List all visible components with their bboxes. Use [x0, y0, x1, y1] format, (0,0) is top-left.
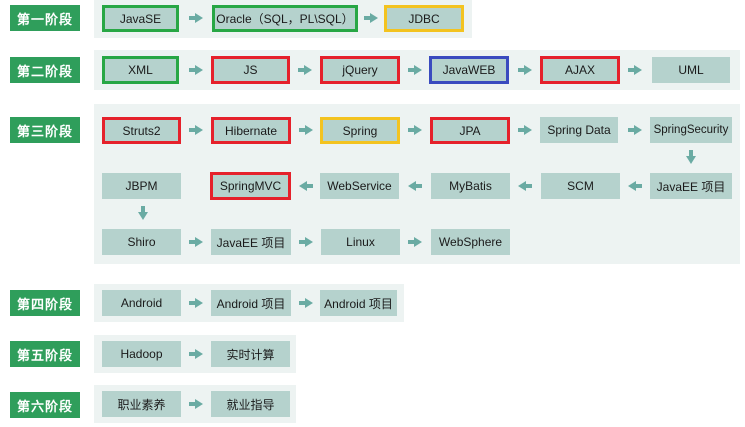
node-professional-quality: 职业素养 [102, 391, 181, 417]
stage-4-label: 第四阶段 [10, 290, 80, 316]
node-oracle: Oracle（SQL，PL\SQL） [212, 5, 358, 32]
node-realtime-computing: 实时计算 [211, 341, 290, 367]
stage-6-label: 第六阶段 [10, 392, 80, 418]
arrow-right-icon [189, 349, 203, 359]
stage-1-label: 第一阶段 [10, 5, 80, 31]
node-ajax: AJAX [540, 56, 620, 84]
node-jdbc: JDBC [384, 5, 464, 32]
node-android-project-2: Android 项目 [320, 290, 397, 316]
arrow-right-icon [189, 125, 203, 135]
arrow-right-icon [628, 65, 642, 75]
arrow-right-icon [364, 13, 378, 23]
arrow-right-icon [189, 399, 203, 409]
arrow-left-icon [628, 181, 642, 191]
node-linux: Linux [321, 229, 400, 255]
node-websphere: WebSphere [431, 229, 510, 255]
arrow-right-icon [189, 237, 203, 247]
node-mybatis: MyBatis [431, 173, 510, 199]
arrow-left-icon [518, 181, 532, 191]
arrow-right-icon [408, 237, 422, 247]
node-hadoop: Hadoop [102, 341, 181, 367]
node-android-project-1: Android 项目 [211, 290, 291, 316]
node-javaee-project-2: JavaEE 项目 [211, 229, 291, 255]
node-uml: UML [652, 57, 730, 83]
node-javase: JavaSE [102, 5, 179, 32]
node-javaee-project-1: JavaEE 项目 [650, 173, 732, 199]
node-jquery: jQuery [320, 56, 400, 84]
node-spring: Spring [320, 117, 400, 144]
node-android: Android [102, 290, 181, 316]
stage-5-label: 第五阶段 [10, 341, 80, 367]
arrow-down-icon [686, 150, 696, 164]
stage-3-label: 第三阶段 [10, 117, 80, 143]
node-jpa: JPA [430, 117, 510, 144]
arrow-right-icon [299, 125, 313, 135]
arrow-right-icon [298, 65, 312, 75]
arrow-right-icon [518, 125, 532, 135]
node-js: JS [211, 56, 290, 84]
node-javaweb: JavaWEB [429, 56, 509, 84]
arrow-right-icon [299, 237, 313, 247]
stage-2-label: 第二阶段 [10, 57, 80, 83]
arrow-left-icon [408, 181, 422, 191]
arrow-right-icon [518, 65, 532, 75]
arrow-right-icon [189, 13, 203, 23]
node-employment-guidance: 就业指导 [211, 391, 290, 417]
node-shiro: Shiro [102, 229, 181, 255]
arrow-down-icon [138, 206, 148, 220]
node-webservice: WebService [320, 173, 399, 199]
node-jbpm: JBPM [102, 173, 181, 199]
node-spring-data: Spring Data [540, 117, 618, 143]
node-springmvc: SpringMVC [210, 172, 291, 200]
arrow-right-icon [628, 125, 642, 135]
node-scm: SCM [541, 173, 620, 199]
node-hibernate: Hibernate [211, 117, 291, 144]
node-xml: XML [102, 56, 179, 84]
arrow-right-icon [299, 298, 313, 308]
arrow-left-icon [299, 181, 313, 191]
arrow-right-icon [189, 298, 203, 308]
node-spring-security: SpringSecurity [650, 117, 732, 143]
arrow-right-icon [408, 125, 422, 135]
arrow-right-icon [189, 65, 203, 75]
arrow-right-icon [408, 65, 422, 75]
node-struts2: Struts2 [102, 117, 181, 144]
